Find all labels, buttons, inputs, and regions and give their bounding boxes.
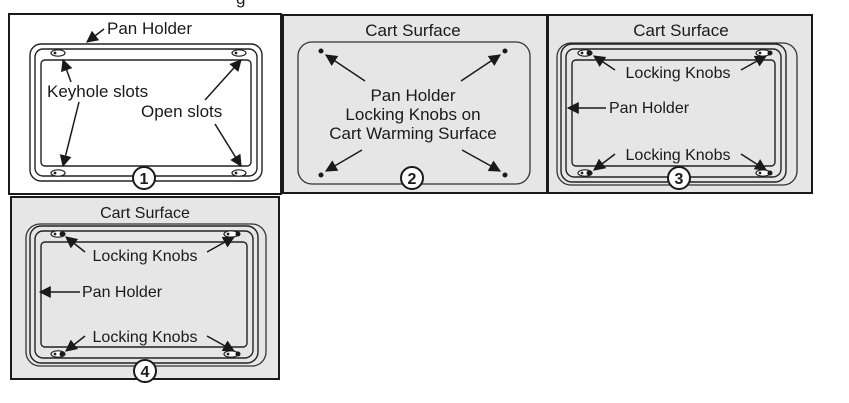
open-slots-arrow-up (204, 59, 242, 101)
locking-knobs-bottom-label: Locking Knobs (93, 329, 198, 346)
step-number-3: 3 (675, 171, 684, 188)
locking-knob-dots (59, 231, 241, 357)
header-partial-text: g (236, 0, 245, 8)
arrow-top-right (460, 54, 501, 82)
knob-arrow-bottom-right (740, 153, 768, 171)
center-label-line-2: Locking Knobs on (345, 105, 480, 124)
open-slots-arrow-down (214, 123, 242, 168)
knob-arrow-bottom-right (206, 335, 236, 352)
pan-holder-label: Pan Holder (609, 100, 690, 117)
knob-arrow-top-left (65, 236, 86, 253)
knob-arrow-top-left (593, 55, 616, 71)
center-label-line-3: Cart Warming Surface (329, 124, 497, 143)
locking-knobs-top-label: Locking Knobs (93, 248, 198, 265)
arrow-top-left (325, 54, 366, 82)
cart-surface-label: Cart Surface (633, 21, 728, 40)
locking-knobs-top-label: Locking Knobs (626, 65, 731, 82)
pan-holder-arrow (86, 28, 105, 43)
locking-knobs-bottom-label: Locking Knobs (626, 147, 731, 164)
arrow-bottom-right (461, 149, 502, 172)
locking-knob-dots (318, 48, 508, 178)
knob-arrow-top-right (740, 55, 768, 71)
keyhole-arrow-up (61, 58, 73, 83)
step-number-2: 2 (408, 171, 417, 188)
keyhole-slots-label: Keyhole slots (47, 82, 148, 101)
cart-surface-label: Cart Surface (100, 205, 190, 222)
arrow-bottom-left (324, 149, 363, 172)
locking-knob-dots (586, 50, 773, 176)
knob-arrow-bottom-left (593, 153, 616, 171)
pan-holder-label: Pan Holder (107, 19, 192, 38)
knob-arrow-bottom-left (65, 335, 86, 352)
knob-arrow-top-right (206, 236, 236, 253)
open-slots-label: Open slots (141, 102, 222, 121)
panel-4: Cart Surface Locking Knobs Pan Holder Lo… (10, 196, 280, 399)
panel-1: Pan Holder Keyhole slots Open slots 1 (8, 13, 282, 195)
panel-2: Cart Surface Pan Holder Locking Knobs on… (282, 14, 548, 194)
cart-surface-label: Cart Surface (365, 21, 460, 40)
center-label-line-1: Pan Holder (370, 86, 455, 105)
pan-holder-label: Pan Holder (82, 284, 163, 301)
step-number-4: 4 (141, 364, 150, 381)
keyhole-arrow-down (59, 101, 80, 168)
panel-3: Cart Surface Locking Knobs Pan Holder Lo… (547, 14, 813, 194)
step-number-1: 1 (140, 171, 149, 188)
